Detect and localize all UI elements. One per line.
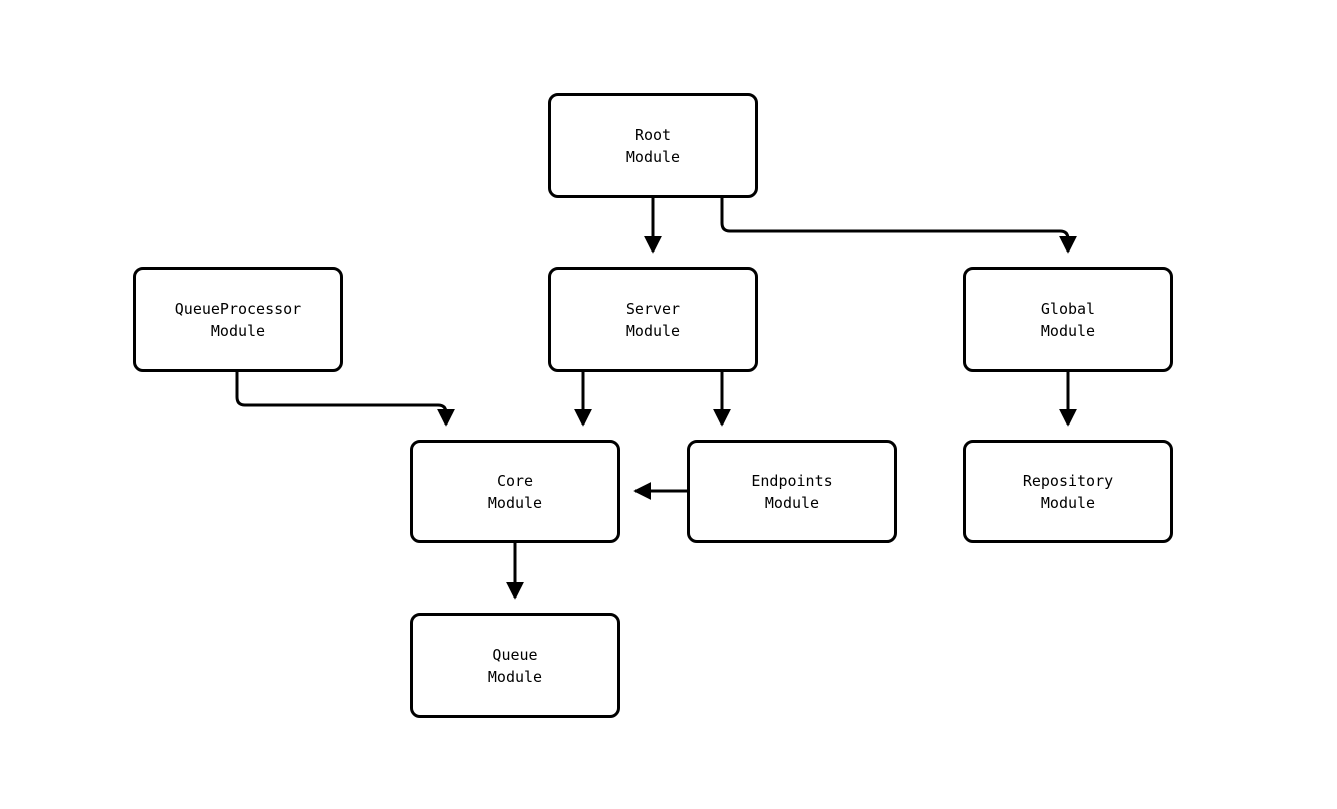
edge-queueprocessor-to-core xyxy=(235,372,455,427)
edges-group xyxy=(235,198,1077,600)
node-endpoints-line2: Module xyxy=(764,493,820,512)
node-repository[interactable]: Repository Module xyxy=(963,440,1173,543)
node-global-line1: Global xyxy=(1040,299,1096,318)
node-root[interactable]: Root Module xyxy=(548,93,758,198)
node-server-line1: Server xyxy=(625,299,681,318)
node-server[interactable]: Server Module xyxy=(548,267,758,372)
node-endpoints[interactable]: Endpoints Module xyxy=(687,440,897,543)
node-global[interactable]: Global Module xyxy=(963,267,1173,372)
node-global-line2: Module xyxy=(1040,321,1096,340)
node-queue-line2: Module xyxy=(487,667,543,686)
node-root-line2: Module xyxy=(625,147,681,166)
node-repository-line1: Repository xyxy=(1022,471,1114,490)
node-endpoints-line1: Endpoints xyxy=(751,471,833,490)
edge-root-to-global xyxy=(720,198,1077,254)
node-server-line2: Module xyxy=(625,321,681,340)
node-core-line1: Core xyxy=(496,471,534,490)
node-queue-line1: Queue xyxy=(492,645,538,664)
node-repository-line2: Module xyxy=(1040,493,1096,512)
node-queueprocessor[interactable]: QueueProcessor Module xyxy=(133,267,343,372)
node-core[interactable]: Core Module xyxy=(410,440,620,543)
node-queue[interactable]: Queue Module xyxy=(410,613,620,718)
node-root-line1: Root xyxy=(634,125,672,144)
node-core-line2: Module xyxy=(487,493,543,512)
node-queueprocessor-line2: Module xyxy=(210,321,266,340)
node-queueprocessor-line1: QueueProcessor xyxy=(174,299,302,318)
